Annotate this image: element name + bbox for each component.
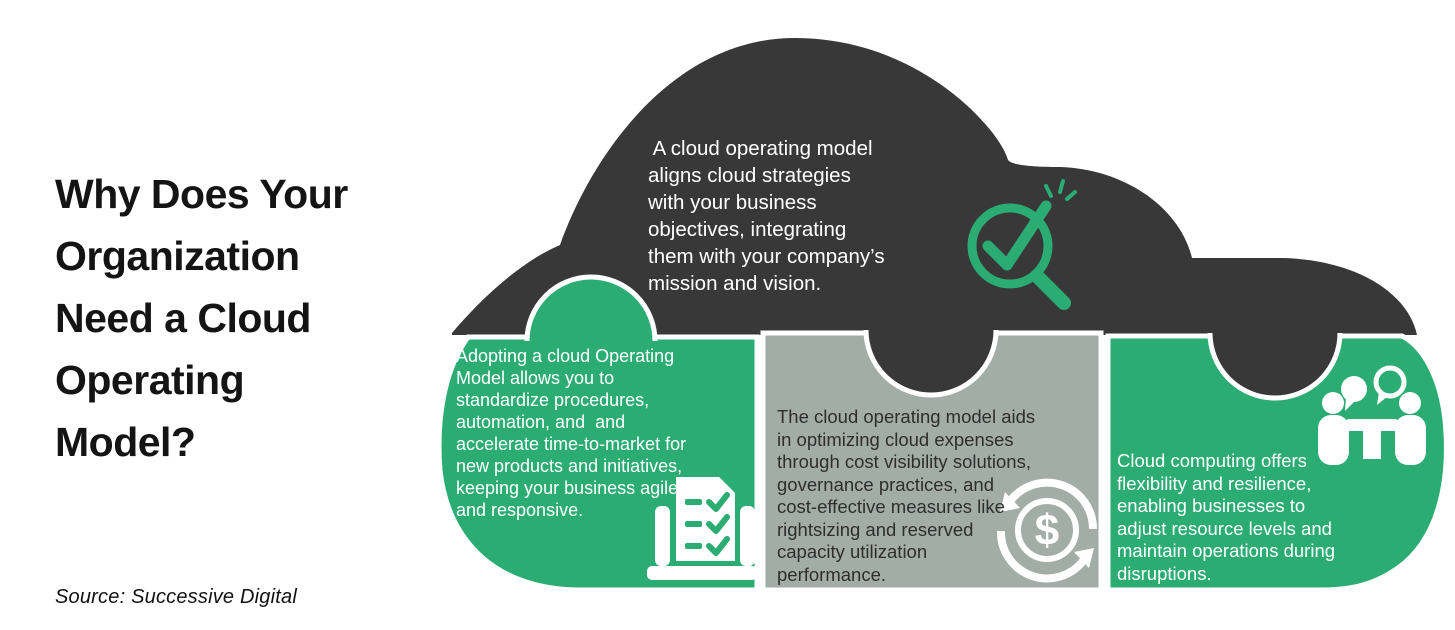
source-attribution: Source: Successive Digital: [55, 586, 297, 608]
panel-resilience-text: Cloud computing offers flexibility and r…: [1117, 450, 1336, 584]
cloud-body-shape: [452, 38, 1417, 335]
panel-cost-optimization-text: The cloud operating model aids in optimi…: [777, 406, 1036, 585]
title-line: Model?: [55, 419, 196, 465]
title-line: Need a Cloud: [55, 295, 311, 341]
dollar-symbol: $: [1035, 506, 1059, 555]
panel-resilience: [1105, 333, 1449, 593]
cloud-top-description: A cloud operating model aligns cloud str…: [648, 137, 885, 295]
panel-standardization-bump: [524, 274, 658, 342]
cloud-lobe-notch-right: [1207, 332, 1343, 401]
title-line: Operating: [55, 357, 245, 403]
title-line: Organization: [55, 233, 300, 279]
checklist-rows: [685, 492, 730, 556]
magnifier-check-icon: [967, 179, 1077, 310]
dollar-cycle-icon: $: [996, 478, 1098, 583]
checklist-laptop-icon: [647, 477, 757, 580]
panel-standardization-text: Adopting a cloud Operating Model allows …: [456, 346, 687, 520]
title-line: Why Does Your: [55, 171, 348, 217]
page-title: Why Does Your Organization Need a Cloud …: [55, 163, 348, 473]
sparkle-lines: [1044, 179, 1077, 201]
cloud-lobe-notch-middle: [863, 329, 999, 398]
people-meeting-icon: [1318, 365, 1426, 465]
